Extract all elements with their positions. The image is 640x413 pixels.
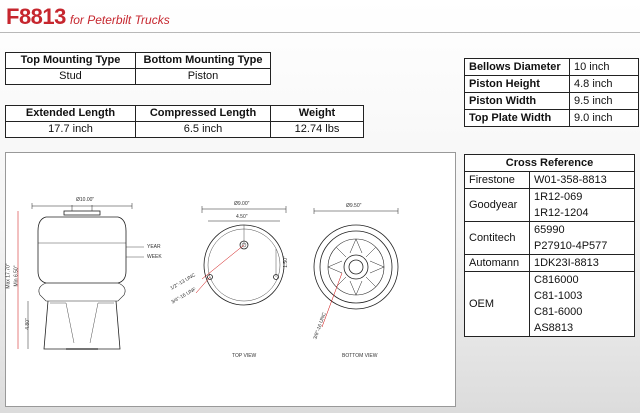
xref-part: P27910-4P577: [529, 238, 635, 255]
xref-part: 1DK23I-8813: [529, 254, 635, 272]
xref-brand: Goodyear: [464, 188, 530, 222]
top-view: [195, 206, 287, 306]
half-dimension: 4.50": [236, 214, 248, 220]
week-label: WEEK: [147, 254, 162, 260]
spec-label: Piston Height: [464, 75, 570, 93]
height-max-dimension: Max 17.70": [5, 263, 12, 289]
xref-part: C81-1003: [529, 288, 635, 304]
bottom-plate-dimension: Ø9.50": [346, 203, 362, 209]
xref-part: 1R12-069: [529, 188, 635, 205]
xref-part: C81-6000: [529, 304, 635, 320]
top-mounting-type-header: Top Mounting Type: [5, 52, 136, 69]
title-divider: [0, 32, 640, 33]
bottom-view-label: BOTTOM VIEW: [342, 353, 378, 359]
spec-value: 9.0 inch: [569, 109, 639, 127]
xref-part: C816000: [529, 271, 635, 288]
specs-table: Bellows Diameter 10 inch Piston Height 4…: [464, 58, 639, 127]
mounting-type-table: Top Mounting Type Bottom Mounting Type S…: [5, 52, 271, 85]
bottom-view: [313, 208, 399, 328]
spec-value: 4.8 inch: [569, 75, 639, 93]
compressed-length-value: 6.5 inch: [135, 121, 271, 138]
xref-row-oem: OEM C816000: [464, 271, 635, 337]
spec-row: Top Plate Width 9.0 inch: [464, 109, 639, 127]
spec-label: Piston Width: [464, 92, 570, 110]
xref-row-automann: Automann 1DK23I-8813: [464, 254, 635, 272]
bottom-mounting-type-header: Bottom Mounting Type: [135, 52, 271, 69]
spec-label: Top Plate Width: [464, 109, 570, 127]
diameter-dimension: Ø10.00": [76, 197, 95, 203]
top-mounting-type-value: Stud: [5, 68, 136, 85]
spec-value: 10 inch: [569, 58, 639, 76]
technical-drawing: Ø10.00" YEAR WEEK Max 17.70" Min 6.50" 4…: [5, 152, 456, 407]
year-label: YEAR: [147, 244, 161, 250]
drawing-svg: [17, 203, 399, 350]
spec-row: Piston Height 4.8 inch: [464, 75, 639, 93]
cross-reference-table: Cross Reference Firestone W01-358-8813 G…: [464, 154, 635, 337]
xref-row-goodyear: Goodyear 1R12-069: [464, 188, 635, 222]
spec-row: Piston Width 9.5 inch: [464, 92, 639, 110]
xref-brand: Contitech: [464, 221, 530, 255]
xref-brand: OEM: [464, 271, 530, 337]
xref-part: W01-358-8813: [529, 171, 635, 189]
weight-header: Weight: [270, 105, 364, 122]
weight-value: 12.74 lbs: [270, 121, 364, 138]
spec-value: 9.5 inch: [569, 92, 639, 110]
xref-part: 65990: [529, 221, 635, 238]
xref-row-contitech: Contitech 65990: [464, 221, 635, 255]
spec-label: Bellows Diameter: [464, 58, 570, 76]
xref-part: 1R12-1204: [529, 205, 635, 222]
cross-reference-title: Cross Reference: [464, 154, 635, 172]
part-subtitle: for Peterbilt Trucks: [69, 13, 170, 27]
extended-length-header: Extended Length: [5, 105, 136, 122]
side-view: [17, 203, 144, 350]
top-view-label: TOP VIEW: [232, 353, 257, 359]
bottom-mounting-type-value: Piston: [135, 68, 271, 85]
height-min-dimension: Min 6.50": [13, 265, 20, 287]
part-number: F8813: [6, 4, 66, 29]
length-weight-table: Extended Length Compressed Length Weight…: [5, 105, 364, 138]
spec-row: Bellows Diameter 10 inch: [464, 58, 639, 76]
xref-row-firestone: Firestone W01-358-8813: [464, 171, 635, 189]
xref-brand: Automann: [464, 254, 530, 272]
extended-length-value: 17.7 inch: [5, 121, 136, 138]
top-plate-dimension: Ø9.00": [234, 201, 250, 207]
piston-height-dimension: 4.80": [24, 318, 31, 330]
xref-part: AS8813: [529, 320, 635, 337]
offset-dimension: 1.50": [282, 256, 289, 268]
compressed-length-header: Compressed Length: [135, 105, 271, 122]
xref-brand: Firestone: [464, 171, 530, 189]
